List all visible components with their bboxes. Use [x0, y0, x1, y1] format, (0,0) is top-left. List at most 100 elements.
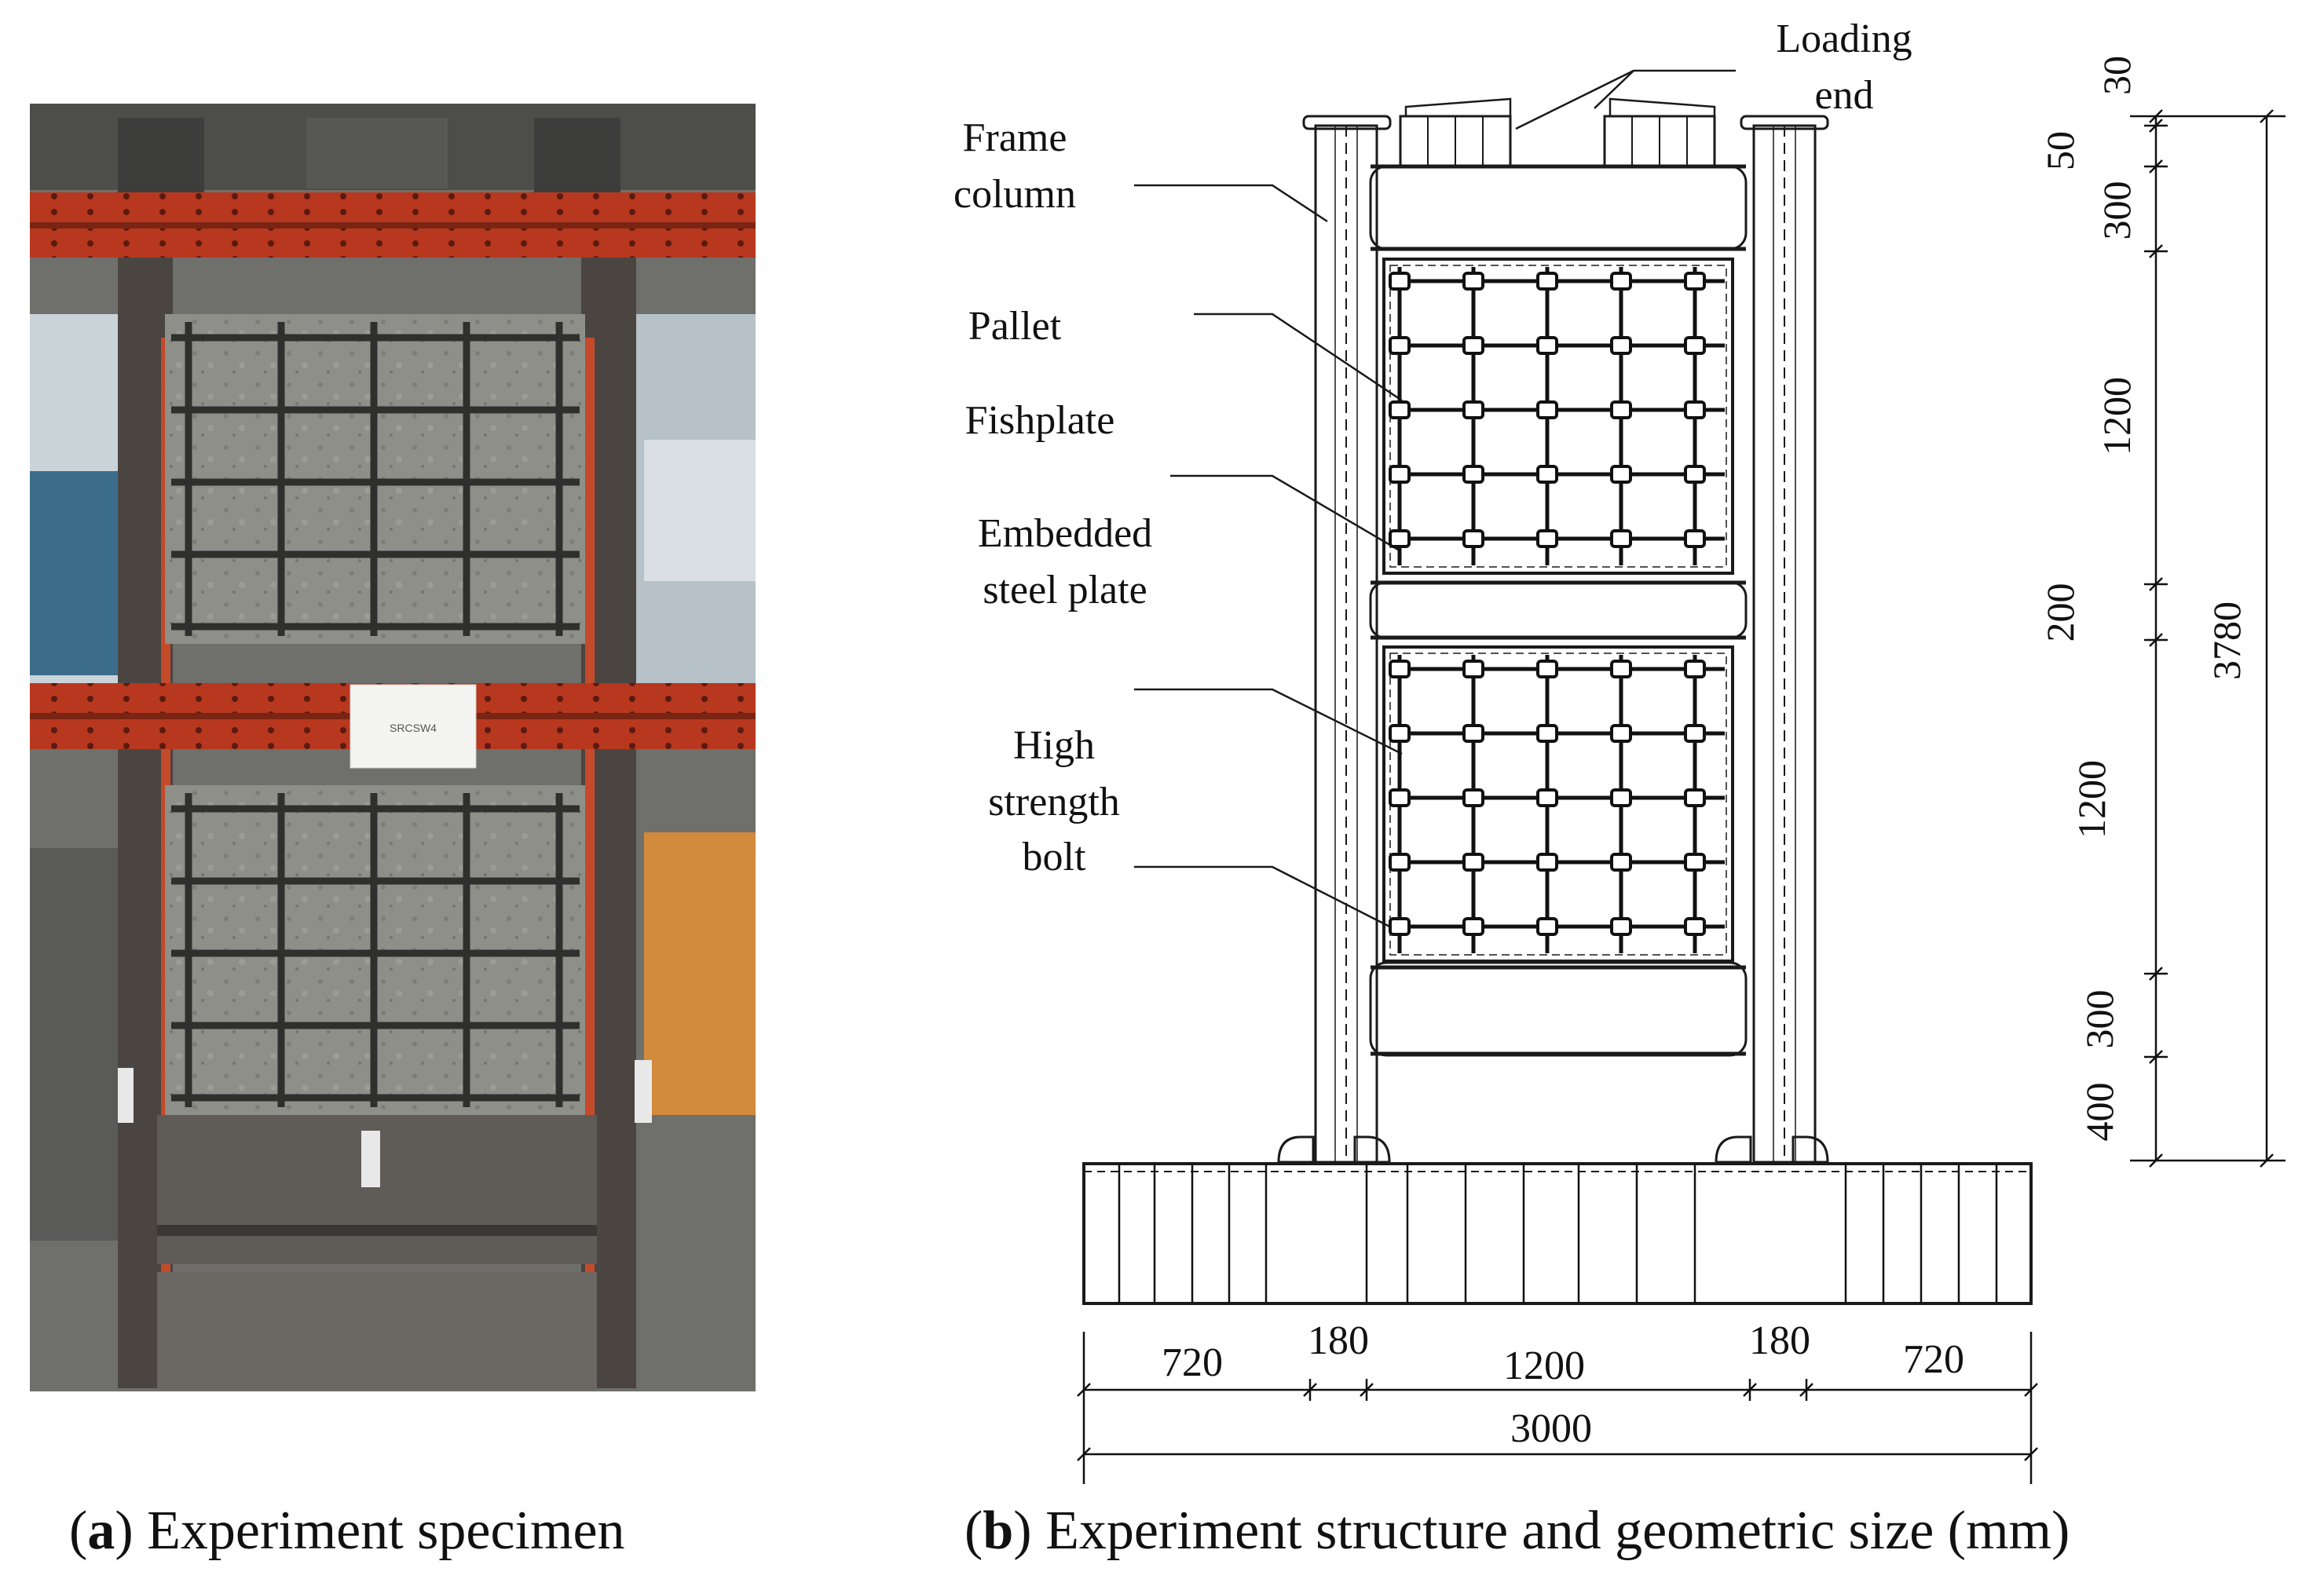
high-strength-bolt [1462, 917, 1484, 936]
high-strength-bolt [1536, 400, 1558, 419]
high-strength-bolt [1389, 465, 1411, 484]
high-strength-bolt [1536, 788, 1558, 807]
caption-b-text: Experiment structure and geometric size … [1032, 1501, 2070, 1561]
high-strength-bolt [1536, 917, 1558, 936]
label-embedded-2: steel plate [983, 568, 1147, 612]
dim-720-left: 720 [1162, 1340, 1223, 1385]
high-strength-bolt [1389, 917, 1411, 936]
dim-30: 30 [2095, 56, 2139, 95]
dim-300-top: 300 [2095, 181, 2139, 240]
high-strength-bolt [1610, 272, 1632, 291]
high-strength-bolt [1389, 272, 1411, 291]
high-strength-bolt [1462, 272, 1484, 291]
high-strength-bolt [1389, 660, 1411, 678]
high-strength-bolt [1462, 465, 1484, 484]
high-strength-bolt [1389, 336, 1411, 355]
high-strength-bolt [1389, 529, 1411, 548]
high-strength-bolt [1536, 660, 1558, 678]
high-strength-bolt [1610, 660, 1632, 678]
high-strength-bolt [1684, 465, 1706, 484]
high-strength-bolt [1610, 724, 1632, 743]
high-strength-bolt [1684, 529, 1706, 548]
high-strength-bolt [1610, 788, 1632, 807]
bottom-dimension-lines [1077, 1332, 2038, 1484]
label-loading-end-2: end [1814, 73, 1873, 118]
caption-a: (a) Experiment specimen [69, 1501, 625, 1561]
dim-50: 50 [2038, 131, 2082, 170]
right-dimension-lines [2130, 109, 2286, 1168]
high-strength-bolt [1610, 917, 1632, 936]
frame-column-leader [1134, 184, 1328, 223]
pallet-leader [1194, 313, 1403, 402]
high-strength-bolt [1610, 529, 1632, 548]
high-strength-bolt [1610, 400, 1632, 419]
label-bolt-1: High [1013, 723, 1095, 768]
dim-400: 400 [2077, 1083, 2121, 1142]
high-strength-bolt [1536, 853, 1558, 872]
caption-a-letter: a [87, 1501, 115, 1561]
middle-beam [1369, 581, 1748, 639]
dim-720-right: 720 [1903, 1337, 1964, 1382]
high-strength-bolt [1462, 853, 1484, 872]
high-strength-bolt [1462, 660, 1484, 678]
high-strength-bolt [1684, 400, 1706, 419]
caption-a-text: Experiment specimen [134, 1501, 625, 1561]
high-strength-bolt [1684, 853, 1706, 872]
structure-drawing [1082, 69, 2033, 1305]
label-frame-column-2: column [953, 172, 1076, 217]
pallet-grids [1389, 267, 1725, 953]
high-strength-bolt [1389, 788, 1411, 807]
high-strength-bolt [1684, 917, 1706, 936]
label-frame-column-1: Frame [963, 115, 1067, 160]
high-strength-bolt [1536, 336, 1558, 355]
specimen-sign: SRCSW4 [390, 722, 437, 734]
photo-steel-grid [171, 322, 580, 1107]
dim-1200-horizontal: 1200 [1503, 1344, 1585, 1388]
high-strength-bolt [1684, 660, 1706, 678]
high-strength-bolt [1536, 272, 1558, 291]
fishplate-leader [1170, 474, 1399, 551]
high-strength-bolt [1610, 853, 1632, 872]
embedded-plate-leader [1134, 688, 1403, 755]
label-pallet: Pallet [968, 304, 1062, 349]
high-strength-bolt [1536, 465, 1558, 484]
label-loading-end-1: Loading [1776, 16, 1912, 61]
high-strength-bolt [1610, 336, 1632, 355]
high-strength-bolt [1462, 529, 1484, 548]
caption-b-letter: b [983, 1501, 1013, 1561]
experiment-specimen-photo: SRCSW4 [30, 104, 756, 1391]
high-strength-bolt [1462, 724, 1484, 743]
dim-300-bottom: 300 [2077, 990, 2121, 1049]
dim-3780: 3780 [2205, 601, 2249, 680]
label-embedded-1: Embedded [978, 511, 1152, 556]
high-strength-bolt [1389, 400, 1411, 419]
upper-embedded-steel-plate [1382, 258, 1734, 575]
high-strength-bolt [1684, 724, 1706, 743]
high-strength-bolt [1389, 724, 1411, 743]
label-fishplate: Fishplate [965, 398, 1115, 443]
dim-1200-top: 1200 [2095, 377, 2139, 455]
high-strength-bolt [1536, 724, 1558, 743]
high-strength-bolt [1610, 465, 1632, 484]
bolt-leader [1134, 865, 1403, 934]
foundation-beam [1082, 1162, 2033, 1305]
label-bolt-3: bolt [1023, 835, 1086, 879]
high-strength-bolt [1684, 272, 1706, 291]
lower-embedded-steel-plate [1382, 645, 1734, 963]
caption-b: (b) Experiment structure and geometric s… [964, 1501, 2070, 1561]
bottom-beam [1369, 961, 1748, 1057]
high-strength-bolt [1389, 853, 1411, 872]
high-strength-bolt [1462, 336, 1484, 355]
dim-3000: 3000 [1510, 1406, 1592, 1451]
dim-180-right: 180 [1749, 1318, 1810, 1363]
high-strength-bolt [1462, 400, 1484, 419]
label-bolt-2: strength [988, 780, 1120, 824]
foundation-stiffeners [1118, 1164, 1998, 1303]
top-loading-beam [1369, 165, 1748, 250]
dim-1200-bottom: 1200 [2070, 760, 2114, 839]
dim-200: 200 [2038, 583, 2082, 642]
high-strength-bolt [1462, 788, 1484, 807]
high-strength-bolt [1684, 788, 1706, 807]
high-strength-bolt [1536, 529, 1558, 548]
